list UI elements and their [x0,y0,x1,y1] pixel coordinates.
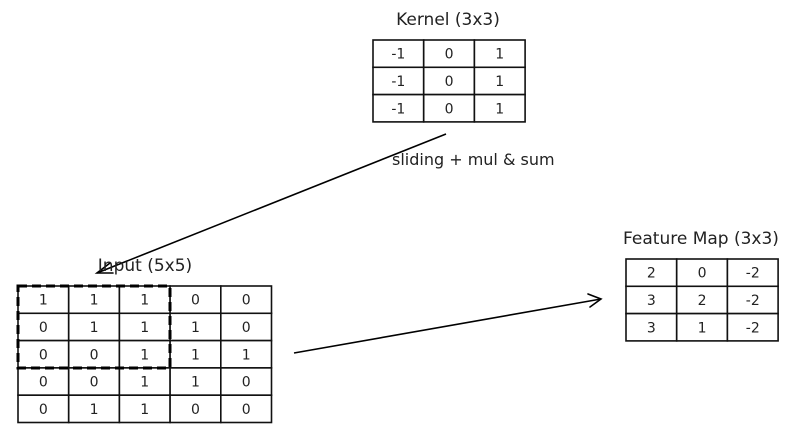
input-value-4-1: 1 [90,402,99,418]
input-cell-1-4 [220,312,273,342]
kernel-value-0-2: 1 [495,47,504,63]
kernel-cell-2-2 [473,93,526,123]
input-value-0-1: 1 [90,293,99,309]
feature-map-value-2-2: -2 [746,320,760,336]
kernel-value-2-0: -1 [391,101,405,117]
feature-map-value-1-2: -2 [746,293,760,309]
input-value-3-1: 0 [90,375,99,391]
input-value-3-0: 0 [39,375,48,391]
input-cell-3-4 [220,367,273,396]
feature-map-cell-2-2 [726,312,779,342]
input-value-2-0: 0 [39,347,48,363]
input-value-4-0: 0 [39,402,48,418]
input-value-1-4: 0 [242,320,251,336]
kernel-value-1-0: -1 [391,74,405,90]
input-cell-1-1 [67,312,121,342]
input-title: Input (5x5) [98,256,192,276]
input-value-1-2: 1 [140,320,149,336]
input-value-0-2: 1 [140,293,149,309]
input-value-3-3: 1 [191,375,200,391]
input-value-4-4: 0 [242,402,251,418]
kernel-cell-1-2 [473,66,526,96]
input-cell-4-1 [67,394,121,424]
feature-map-value-0-1: 0 [698,266,707,282]
input-cell-2-2 [118,339,171,369]
kernel-grid: -1 0 1 -1 0 1 -1 0 1 [372,39,526,123]
input-value-3-2: 1 [140,375,149,391]
kernel-cell-2-1 [422,93,476,123]
input-cell-3-2 [118,367,171,396]
kernel-cell-2-0 [372,93,425,123]
kernel-value-2-2: 1 [495,101,504,117]
input-value-0-3: 0 [191,293,200,309]
input-cell-4-4 [220,394,273,424]
input-to-feature-map-arrow [293,293,603,354]
input-value-3-4: 0 [242,375,251,391]
feature-map-grid: 2 0 -2 3 2 -2 3 1 -2 [625,258,779,342]
feature-map-title: Feature Map (3x3) [623,229,779,249]
input-value-2-1: 0 [90,347,99,363]
input-cell-0-2 [118,285,171,315]
input-value-1-1: 1 [90,320,99,336]
feature-map-cell-0-1 [675,258,729,288]
feature-map-value-0-0: 2 [647,266,656,282]
feature-map-cell-1-0 [625,285,678,315]
input-cell-1-2 [118,312,171,342]
feature-map-cell-0-2 [726,258,779,288]
input-value-0-0: 1 [39,293,48,309]
input-value-4-2: 1 [140,402,149,418]
input-value-2-4: 1 [242,347,251,363]
operation-label: sliding + mul & sum [392,150,555,169]
feature-map-value-0-2: -2 [746,266,760,282]
input-value-1-3: 1 [191,320,200,336]
input-grid: 1 1 1 0 0 0 1 1 1 0 0 0 1 1 1 0 0 1 1 0 0 1 1 0 0 [17,285,273,424]
feature-map-value-1-0: 3 [647,293,656,309]
input-value-2-3: 1 [191,347,200,363]
kernel-value-0-1: 0 [445,47,454,63]
input-value-4-3: 0 [191,402,200,418]
input-value-2-2: 1 [140,347,149,363]
feature-map-value-1-1: 2 [698,293,707,309]
kernel-title: Kernel (3x3) [396,10,500,30]
kernel-value-2-1: 0 [445,101,454,117]
input-value-1-0: 0 [39,320,48,336]
input-value-0-4: 0 [242,293,251,309]
kernel-value-1-1: 0 [445,74,454,90]
input-cell-0-4 [220,285,273,315]
feature-map-value-2-1: 1 [698,320,707,336]
input-cell-2-3 [169,339,222,369]
input-cell-2-0 [17,339,70,369]
kernel-value-0-0: -1 [391,47,405,63]
kernel-to-input-arrow [94,133,447,274]
kernel-value-1-2: 1 [495,74,504,90]
feature-map-value-2-0: 3 [647,320,656,336]
sliding-window-highlight [16,284,172,370]
input-cell-2-4 [220,339,273,369]
